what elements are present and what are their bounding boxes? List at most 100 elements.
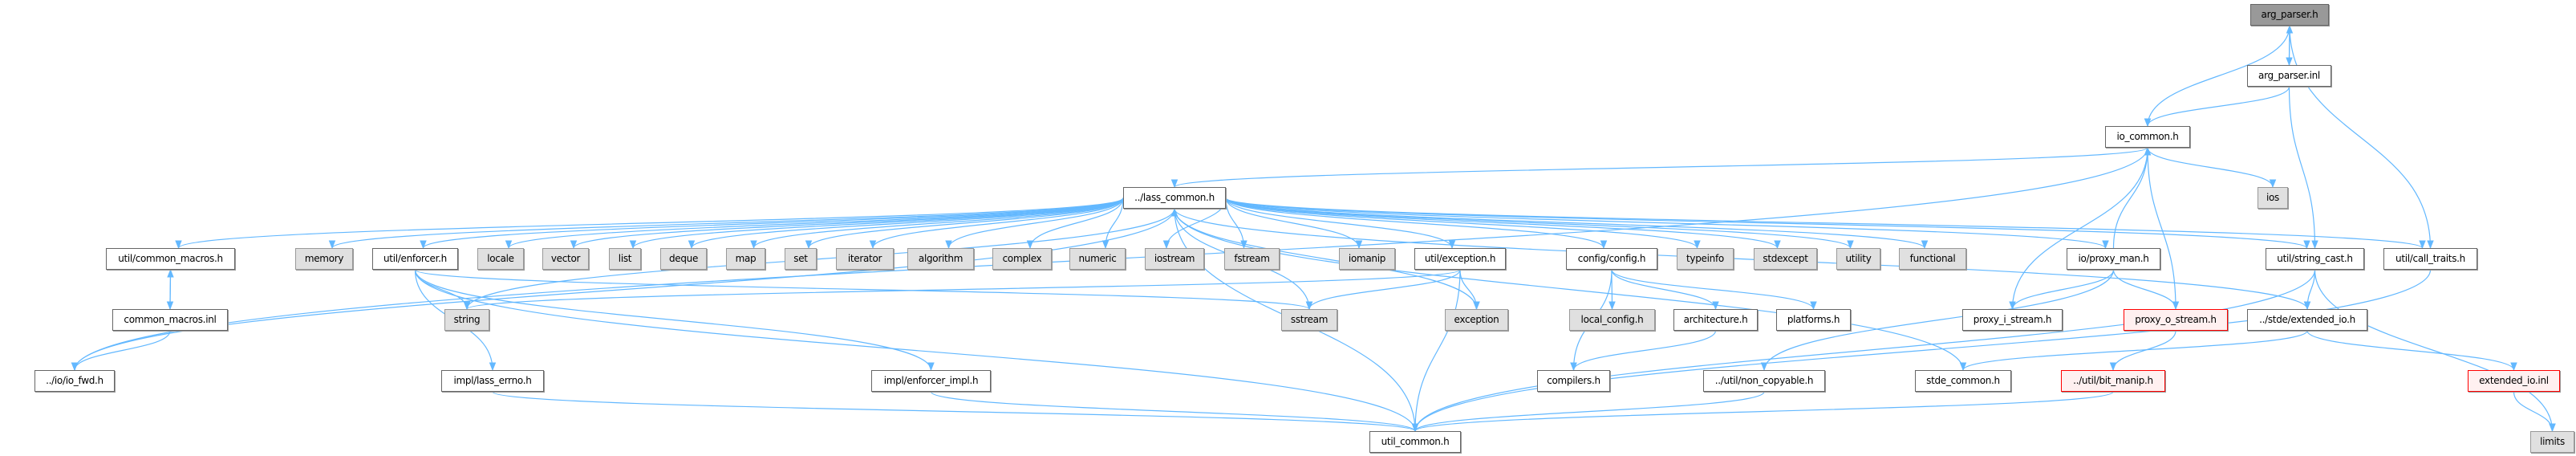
edge-lass-common-h-to-enforcer-h: [420, 197, 1124, 250]
edge-arg-parser-inl-to-string-cast-h: [2288, 86, 2318, 250]
edge-lass-common-h-to-fstream: [1225, 197, 1247, 250]
node-arg-parser-inl[interactable]: arg_parser.inl: [2247, 65, 2331, 87]
node-io-common-h[interactable]: io_common.h: [2105, 126, 2190, 148]
node-sstream: sstream: [1281, 309, 1337, 331]
node-common-macros-inl[interactable]: common_macros.inl: [112, 309, 228, 331]
edge-config-h-to-architecture-h: [1611, 269, 1719, 311]
edge-enforcer-h-to-enforcer-impl-h: [414, 269, 935, 372]
node-ios: ios: [2258, 187, 2288, 209]
edge-proxy-o-stream-h-to-bit-manip-h: [2109, 330, 2176, 372]
node-string-cast-h[interactable]: util/string_cast.h: [2266, 248, 2364, 270]
node-call-traits-h[interactable]: util/call_traits.h: [2383, 248, 2477, 270]
edge-exception-h-to-sstream: [1305, 269, 1461, 311]
edge-lass-common-h-to-extended-io-h: [1174, 208, 2311, 311]
node-local-config-h: local_config.h: [1569, 309, 1655, 331]
edge-lass-common-h-to-functional: [1225, 197, 1929, 250]
edge-io-common-h-to-lass-common-h: [1171, 147, 2148, 189]
edge-lass-common-h-to-set: [805, 197, 1124, 250]
edge-exception-h-to-exception: [1459, 269, 1480, 311]
edge-enforcer-h-to-sstream: [414, 269, 1312, 311]
edge-proxy-man-h-to-non-copyable-h: [1760, 269, 2115, 372]
edge-lass-common-h-to-io-fwd-h: [71, 208, 1175, 372]
node-proxy-man-h[interactable]: io/proxy_man.h: [2067, 248, 2160, 270]
node-stdexcept: stdexcept: [1754, 248, 1817, 270]
node-iomanip: iomanip: [1339, 248, 1395, 270]
edge-lass-common-h-to-deque: [688, 197, 1124, 250]
edge-extended-io-inl-to-limits: [2513, 391, 2556, 433]
edge-extended-io-h-to-extended-io-inl: [2306, 330, 2517, 372]
node-typeinfo: typeinfo: [1677, 248, 1734, 270]
edge-call-traits-h-to-util-common-h: [1411, 269, 2432, 433]
edge-lass-common-h-to-call-traits-h: [1225, 197, 2426, 250]
node-utility: utility: [1836, 248, 1880, 270]
node-locale: locale: [477, 248, 524, 270]
edge-enforcer-h-to-util-common-h: [414, 269, 1419, 433]
node-proxy-o-stream-h[interactable]: proxy_o_stream.h: [2124, 309, 2228, 331]
edge-string-cast-h-to-limits: [2314, 269, 2556, 433]
edge-lass-common-h-to-algorithm: [945, 197, 1124, 250]
node-exception-h[interactable]: util/exception.h: [1414, 248, 1506, 270]
node-enforcer-impl-h[interactable]: impl/enforcer_impl.h: [871, 370, 991, 392]
edge-stde-common-h-to-lass-common-h: [1170, 207, 1964, 371]
edge-lass-common-h-to-numeric: [1101, 197, 1124, 250]
edge-lass-common-h-to-complex: [1026, 197, 1124, 250]
node-io-fwd-h[interactable]: ../io/io_fwd.h: [34, 370, 115, 392]
edge-lass-common-h-to-iomanip: [1225, 197, 1363, 250]
node-common-macros-h[interactable]: util/common_macros.h: [106, 248, 235, 270]
node-deque: deque: [660, 248, 707, 270]
node-iostream: iostream: [1145, 248, 1204, 270]
node-functional: functional: [1899, 248, 1966, 270]
node-algorithm: algorithm: [907, 248, 974, 270]
edge-lass-common-h-to-stdexcept: [1225, 197, 1781, 250]
node-platforms-h[interactable]: platforms.h: [1776, 309, 1851, 331]
edge-io-common-h-to-ios: [2147, 147, 2277, 189]
node-extended-io-h[interactable]: ../stde/extended_io.h: [2247, 309, 2367, 331]
edge-arg-parser-inl-to-io-common-h: [2144, 86, 2290, 128]
node-non-copyable-h[interactable]: ../util/non_copyable.h: [1703, 370, 1825, 392]
node-list: list: [609, 248, 641, 270]
node-string: string: [444, 309, 489, 331]
node-iterator: iterator: [836, 248, 894, 270]
edge-enforcer-impl-h-to-util-common-h: [930, 391, 1419, 433]
node-memory: memory: [295, 248, 353, 270]
node-complex: complex: [992, 248, 1052, 270]
node-stde-common-h[interactable]: stde_common.h: [1915, 370, 2011, 392]
node-lass-errno-h[interactable]: impl/lass_errno.h: [441, 370, 544, 392]
edge-lass-common-h-to-list: [629, 197, 1124, 250]
node-bit-manip-h[interactable]: ../util/bit_manip.h: [2061, 370, 2165, 392]
edge-common-macros-inl-to-io-fwd-h: [71, 330, 171, 372]
edge-lass-common-h-to-typeinfo: [1225, 197, 1701, 250]
edge-lass-common-h-to-exception-h: [1225, 197, 1456, 250]
node-numeric: numeric: [1069, 248, 1126, 270]
edge-lass-common-h-to-memory: [328, 197, 1124, 250]
edge-arg-parser-h-to-io-common-h: [2144, 25, 2290, 128]
node-proxy-i-stream-h[interactable]: proxy_i_stream.h: [1962, 309, 2063, 331]
node-compilers-h[interactable]: compilers.h: [1537, 370, 1610, 392]
edge-lass-common-h-to-utility: [1225, 197, 1854, 250]
edge-lass-common-h-to-vector: [570, 197, 1124, 250]
edge-lass-common-h-to-config-h: [1225, 197, 1608, 250]
edge-common-macros-inl-to-common-macros-h: [167, 268, 174, 310]
node-lass-common-h[interactable]: ../lass_common.h: [1123, 187, 1226, 209]
node-enforcer-h[interactable]: util/enforcer.h: [372, 248, 458, 270]
edge-proxy-i-stream-h-to-io-common-h: [2011, 146, 2152, 310]
node-config-h[interactable]: config/config.h: [1566, 248, 1657, 270]
edge-lass-common-h-to-common-macros-h: [175, 197, 1124, 250]
edge-config-h-to-platforms-h: [1611, 269, 1817, 311]
node-architecture-h[interactable]: architecture.h: [1673, 309, 1758, 331]
edge-lass-common-h-to-iterator: [869, 197, 1124, 250]
edge-lass-common-h-to-string: [463, 208, 1175, 311]
edge-string-cast-h-to-util-common-h: [1411, 269, 2316, 433]
node-util-common-h[interactable]: util_common.h: [1369, 431, 1461, 453]
edge-bit-manip-h-to-util-common-h: [1412, 391, 2114, 433]
edge-exception-h-to-string: [464, 269, 1461, 311]
edge-extended-io-h-to-stde-common-h: [1959, 330, 2308, 372]
node-limits: limits: [2530, 431, 2574, 453]
node-fstream: fstream: [1224, 248, 1280, 270]
edge-architecture-h-to-compilers-h: [1570, 330, 1717, 372]
edge-arg-parser-h-to-call-traits-h: [2289, 25, 2434, 250]
node-extended-io-inl[interactable]: extended_io.inl: [2468, 370, 2560, 392]
node-exception: exception: [1445, 309, 1508, 331]
node-arg-parser-h[interactable]: arg_parser.h: [2250, 4, 2329, 26]
